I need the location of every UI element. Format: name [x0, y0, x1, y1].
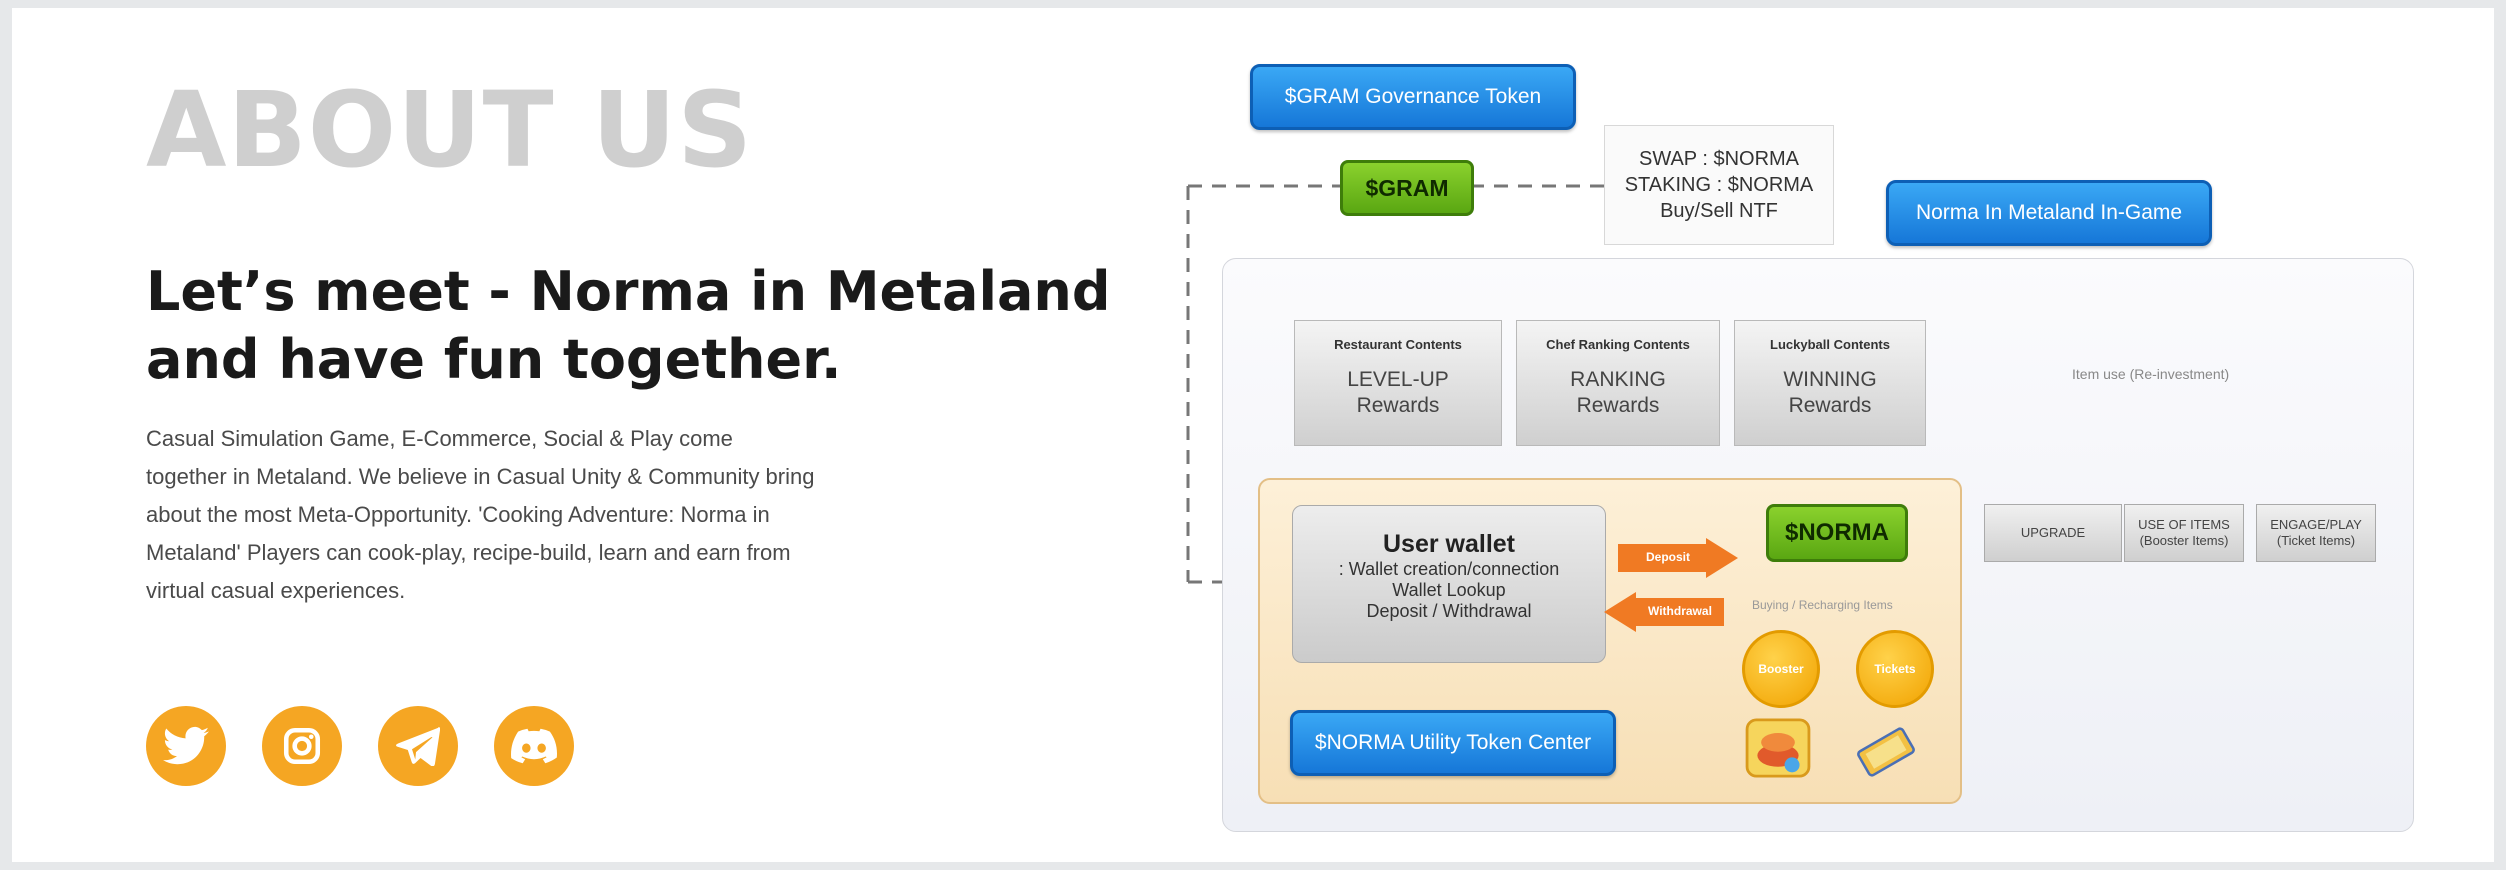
engage-play-sub: (Ticket Items)	[2276, 533, 2356, 548]
description-line: Casual Simulation Game, E-Commerce, Soci…	[146, 426, 733, 451]
item-use-label: Item use (Re-investment)	[2072, 366, 2230, 382]
buying-recharging-label: Buying / Recharging Items	[1752, 598, 1893, 612]
about-title: ABOUT US	[146, 69, 754, 191]
engage-play-label: ENGAGE/PLAY	[2270, 517, 2362, 532]
headline-line-2: and have fun together.	[146, 328, 842, 391]
headline: Let’s meet - Norma in Metaland and have …	[146, 258, 1146, 394]
booster-coin: Booster	[1742, 630, 1820, 708]
swap-line: SWAP : $NORMA	[1638, 148, 1800, 170]
about-description: Casual Simulation Game, E-Commerce, Soci…	[146, 420, 946, 610]
use-of-items-box: USE OF ITEMS (Booster Items)	[2124, 504, 2244, 562]
norma-utility-center-button[interactable]: $NORMA Utility Token Center	[1290, 710, 1616, 776]
description-line: together in Metaland. We believe in Casu…	[146, 464, 815, 489]
norma-token-badge: $NORMA	[1766, 504, 1908, 562]
description-line: virtual casual experiences.	[146, 578, 406, 603]
norma-ingame-button[interactable]: Norma In Metaland In-Game	[1886, 180, 2212, 246]
user-wallet-title: User wallet	[1382, 530, 1515, 558]
content-main: RANKING	[1570, 368, 1666, 391]
discord-link[interactable]	[494, 706, 574, 786]
content-main: WINNING	[1783, 368, 1877, 391]
restaurant-contents-box: Restaurant Contents LEVEL-UP Rewards	[1294, 320, 1502, 446]
user-wallet-line: Wallet Lookup	[1392, 580, 1506, 600]
user-wallet-line: Deposit / Withdrawal	[1366, 601, 1532, 621]
staking-line: STAKING : $NORMA	[1624, 174, 1814, 196]
social-links	[146, 706, 574, 786]
instagram-icon	[283, 727, 321, 765]
content-title: Restaurant Contents	[1334, 337, 1462, 352]
content-sub: Rewards	[1788, 394, 1872, 417]
use-of-items-label: USE OF ITEMS	[2138, 517, 2230, 532]
engage-play-box: ENGAGE/PLAY (Ticket Items)	[2256, 504, 2376, 562]
chef-ranking-contents-box: Chef Ranking Contents RANKING Rewards	[1516, 320, 1720, 446]
withdrawal-arrow	[1604, 592, 1724, 632]
content-main: LEVEL-UP	[1347, 368, 1449, 391]
booster-item-icon	[1745, 718, 1811, 778]
telegram-icon	[396, 727, 440, 766]
ticket-item-icon	[1857, 727, 1915, 777]
telegram-link[interactable]	[378, 706, 458, 786]
user-wallet-line: : Wallet creation/connection	[1338, 559, 1560, 579]
twitter-icon	[163, 726, 209, 765]
buy-sell-line: Buy/Sell NTF	[1660, 200, 1778, 222]
upgrade-label: UPGRADE	[2020, 525, 2086, 540]
tickets-coin: Tickets	[1856, 630, 1934, 708]
upgrade-box: UPGRADE	[1984, 504, 2122, 562]
gram-token-badge: $GRAM	[1340, 160, 1474, 216]
content-title: Chef Ranking Contents	[1546, 337, 1690, 352]
content-sub: Rewards	[1576, 394, 1660, 417]
content-title: Luckyball Contents	[1770, 337, 1890, 352]
discord-icon	[511, 728, 557, 764]
gram-governance-token-button[interactable]: $GRAM Governance Token	[1250, 64, 1576, 130]
use-of-items-sub: (Booster Items)	[2139, 533, 2229, 548]
content-sub: Rewards	[1356, 394, 1440, 417]
description-line: about the most Meta-Opportunity. 'Cookin…	[146, 502, 770, 527]
user-wallet-box: User wallet : Wallet creation/connection…	[1292, 505, 1606, 663]
headline-line-1: Let’s meet - Norma in Metaland	[146, 260, 1111, 323]
deposit-arrow	[1618, 538, 1738, 578]
swap-info-box: SWAP : $NORMA STAKING : $NORMA Buy/Sell …	[1604, 125, 1834, 245]
luckyball-contents-box: Luckyball Contents WINNING Rewards	[1734, 320, 1926, 446]
instagram-link[interactable]	[262, 706, 342, 786]
description-line: Metaland' Players can cook-play, recipe-…	[146, 540, 791, 565]
withdrawal-label: Withdrawal	[1648, 604, 1712, 618]
twitter-link[interactable]	[146, 706, 226, 786]
deposit-label: Deposit	[1646, 550, 1691, 564]
